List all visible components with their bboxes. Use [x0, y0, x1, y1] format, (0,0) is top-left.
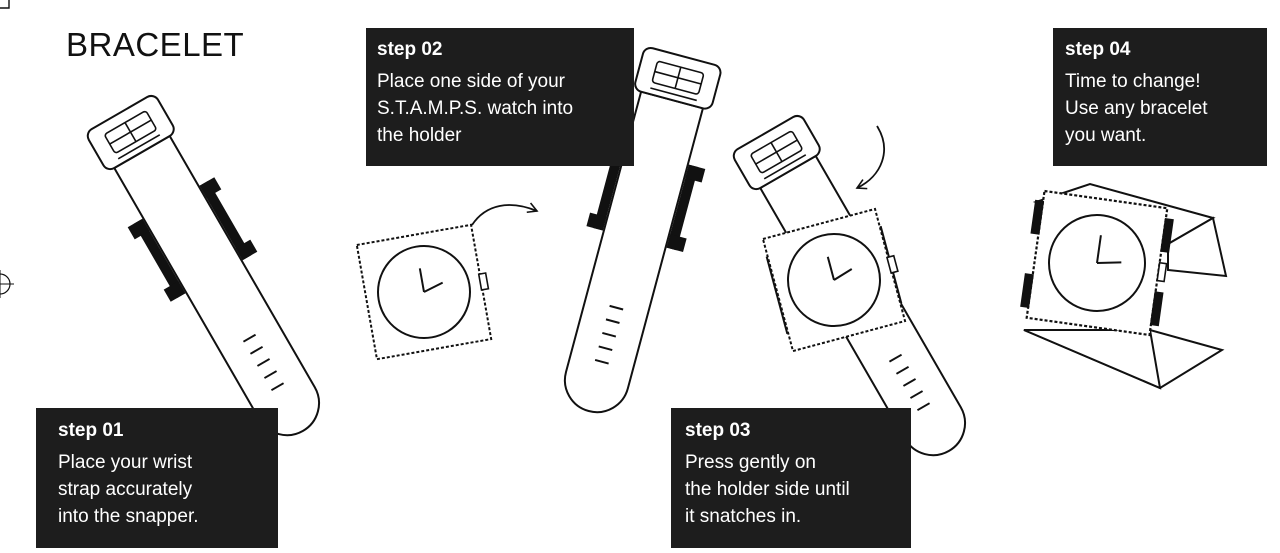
step-text: Press gently on the holder side until it… [685, 452, 850, 527]
page-title: BRACELET [66, 26, 245, 63]
step-01-box: step 01 Place your wrist strap accuratel… [36, 408, 278, 548]
step-04-box: step 04 Time to change! Use any bracelet… [1053, 28, 1267, 166]
step-text: Time to change! Use any bracelet you wan… [1065, 71, 1208, 146]
watch-face-illustration [761, 206, 912, 353]
step-heading: step 01 [58, 420, 124, 441]
step-heading: step 03 [685, 420, 751, 441]
step-heading: step 04 [1065, 39, 1131, 60]
curved-arrow-icon [471, 202, 539, 226]
strap-illustration [83, 92, 339, 452]
step-text: Place one side of your S.T.A.M.P.S. watc… [377, 71, 574, 146]
watch-face-illustration [355, 222, 499, 361]
step-02-box: step 02 Place one side of your S.T.A.M.P… [366, 28, 634, 166]
curved-arrow-icon [855, 125, 885, 190]
step-heading: step 02 [377, 39, 443, 60]
step-03-box: step 03 Press gently on the holder side … [671, 408, 911, 548]
step-text: Place your wrist strap accurately into t… [58, 452, 199, 527]
registration-mark-icon [0, 0, 14, 298]
watch-face-illustration [1020, 189, 1174, 337]
